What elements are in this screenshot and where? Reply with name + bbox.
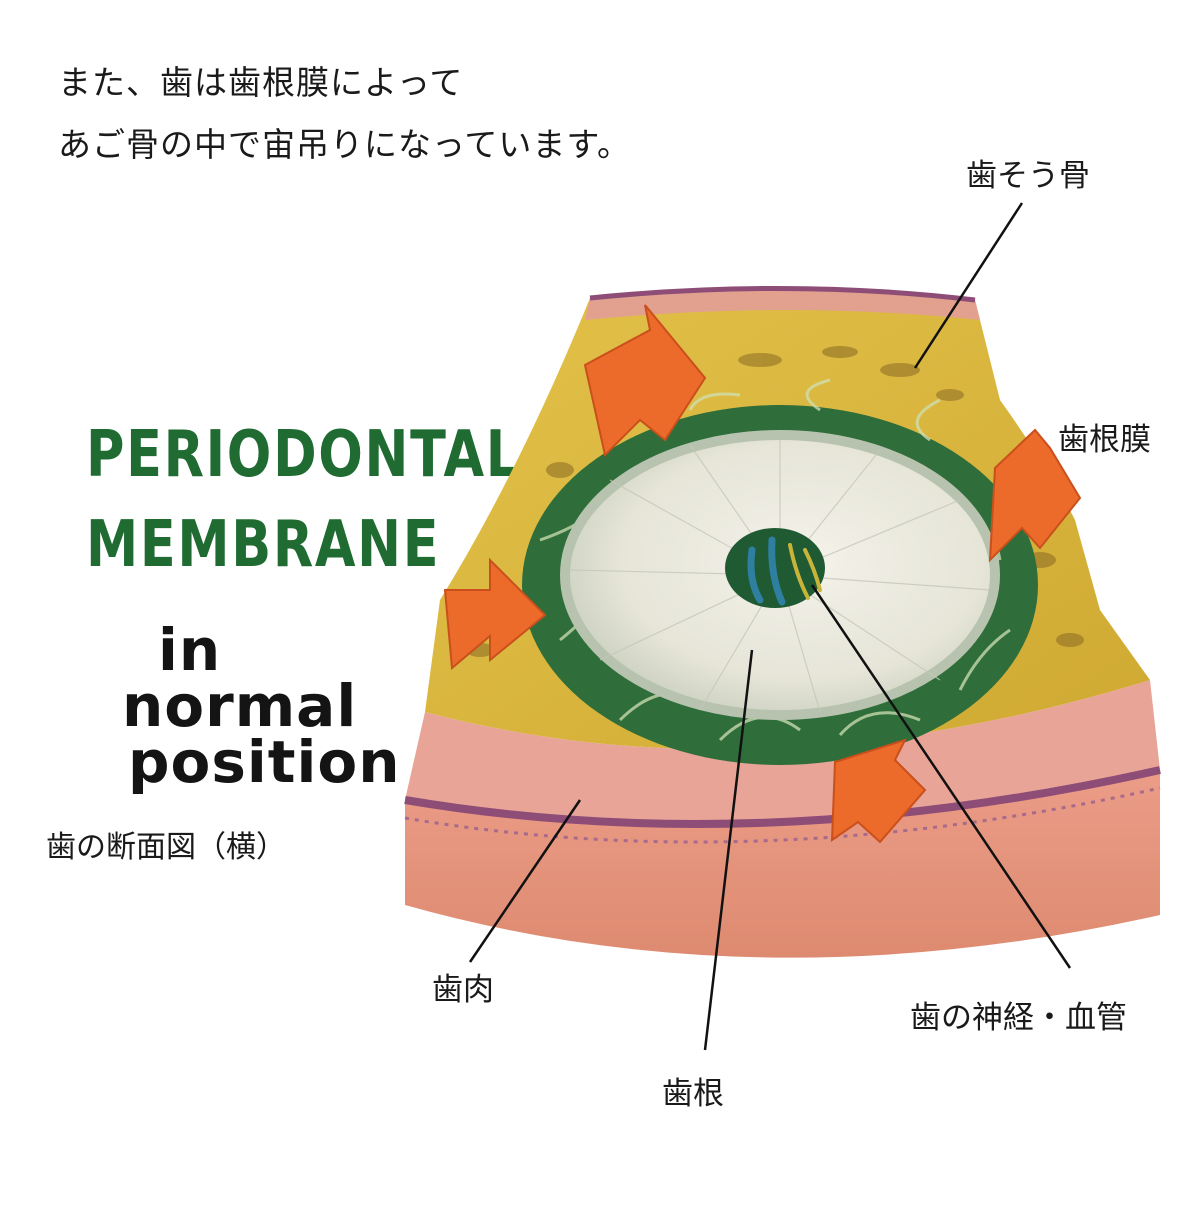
label-root: 歯根	[662, 1068, 724, 1113]
label-periodontal-ligament: 歯根膜	[1058, 414, 1151, 459]
label-alveolar-bone: 歯そう骨	[966, 150, 1090, 195]
label-nerve-vessels: 歯の神経・血管	[910, 992, 1127, 1037]
label-gum: 歯肉	[432, 964, 494, 1009]
